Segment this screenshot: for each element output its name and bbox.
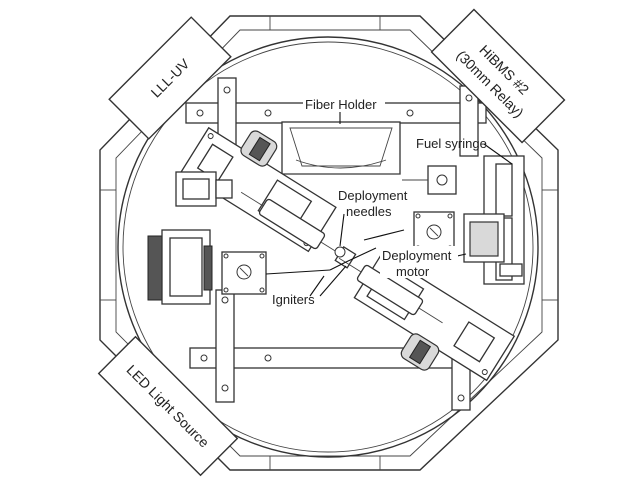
lower-right-syringe bbox=[338, 257, 443, 324]
label-leader-lines bbox=[309, 112, 513, 297]
upper-left-syringe bbox=[240, 191, 357, 269]
deployment-needles-label-line2: needles bbox=[346, 204, 392, 219]
deployment-motor-label-line2: motor bbox=[396, 264, 430, 279]
fiber-holder-label: Fiber Holder bbox=[305, 97, 377, 112]
left-upper-post bbox=[217, 77, 237, 149]
igniters-label: Igniters bbox=[272, 292, 315, 307]
igniter-mount-block bbox=[221, 251, 267, 295]
deployment-needles-label-line1: Deployment bbox=[338, 188, 408, 203]
upper-left-motor bbox=[240, 130, 278, 167]
base-plate-inner-ring bbox=[122, 41, 534, 453]
lll-uv-box: LLL-UV bbox=[108, 16, 232, 140]
igniter-wiring bbox=[265, 247, 377, 275]
deployment-needle-tip bbox=[334, 246, 346, 258]
lower-right-motor bbox=[400, 333, 440, 371]
fuel-syringe-label: Fuel syringe bbox=[416, 136, 487, 151]
fuel-syringe-assembly bbox=[463, 155, 525, 285]
right-center-block bbox=[402, 165, 457, 195]
base-plate bbox=[117, 36, 539, 458]
deployment-motor-label-line1: Deployment bbox=[382, 248, 452, 263]
left-lower-post bbox=[215, 289, 235, 403]
left-motor-block bbox=[175, 171, 233, 207]
left-lamp-housing bbox=[147, 229, 213, 305]
fiber-holder bbox=[281, 121, 401, 175]
